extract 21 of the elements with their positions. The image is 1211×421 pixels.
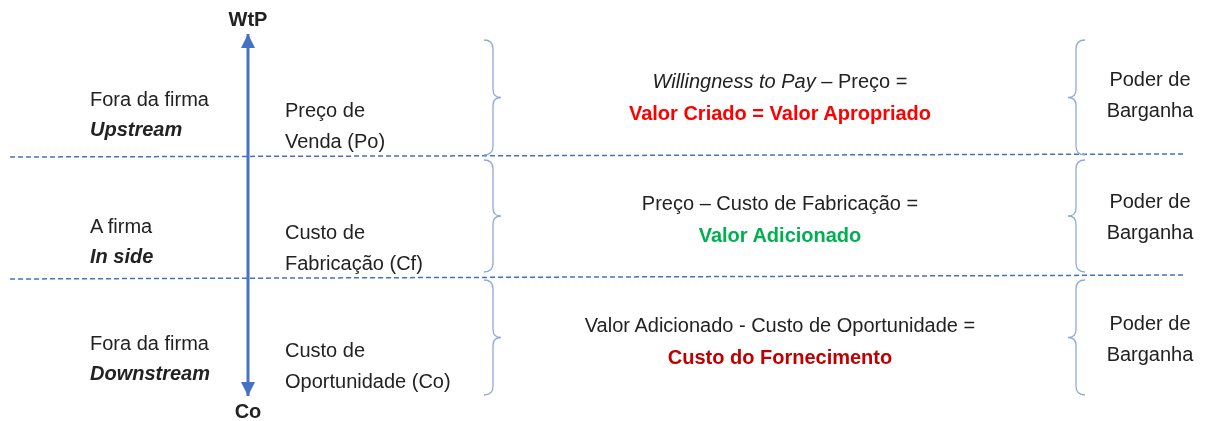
result-text: Custo do Fornecimento [666, 345, 894, 370]
bargaining-label: Poder de Barganha [1105, 189, 1195, 245]
formula-text: Valor Adicionado - Custo de Oportunidade = [583, 313, 977, 338]
region-subtitle: In side [90, 244, 155, 269]
region-label: Fora da firma [90, 87, 210, 112]
formula-text: Willingness to Pay – Preço = [651, 69, 909, 94]
region-subtitle: Downstream [90, 361, 212, 386]
cost-label: Preço de Venda (Po) [285, 98, 387, 154]
double-arrow [241, 34, 255, 396]
bargaining-label: Poder de Barganha [1105, 67, 1195, 123]
cost-label: Custo de Fabricação (Cf) [285, 220, 424, 276]
result-text: Valor Criado = Valor Apropriado [627, 101, 933, 126]
region-label: A firma [90, 214, 154, 239]
axis-end-label: WtP [228, 6, 268, 32]
cost-label: Custo de Oportunidade (Co) [285, 338, 452, 394]
result-text: Valor Adicionado [697, 223, 863, 248]
region-subtitle: Upstream [90, 117, 184, 142]
formula-text: Preço – Custo de Fabricação = [640, 191, 920, 216]
region-label: Fora da firma [90, 331, 210, 356]
bargaining-label: Poder de Barganha [1105, 311, 1195, 367]
axis-end-label: Co [228, 398, 268, 421]
